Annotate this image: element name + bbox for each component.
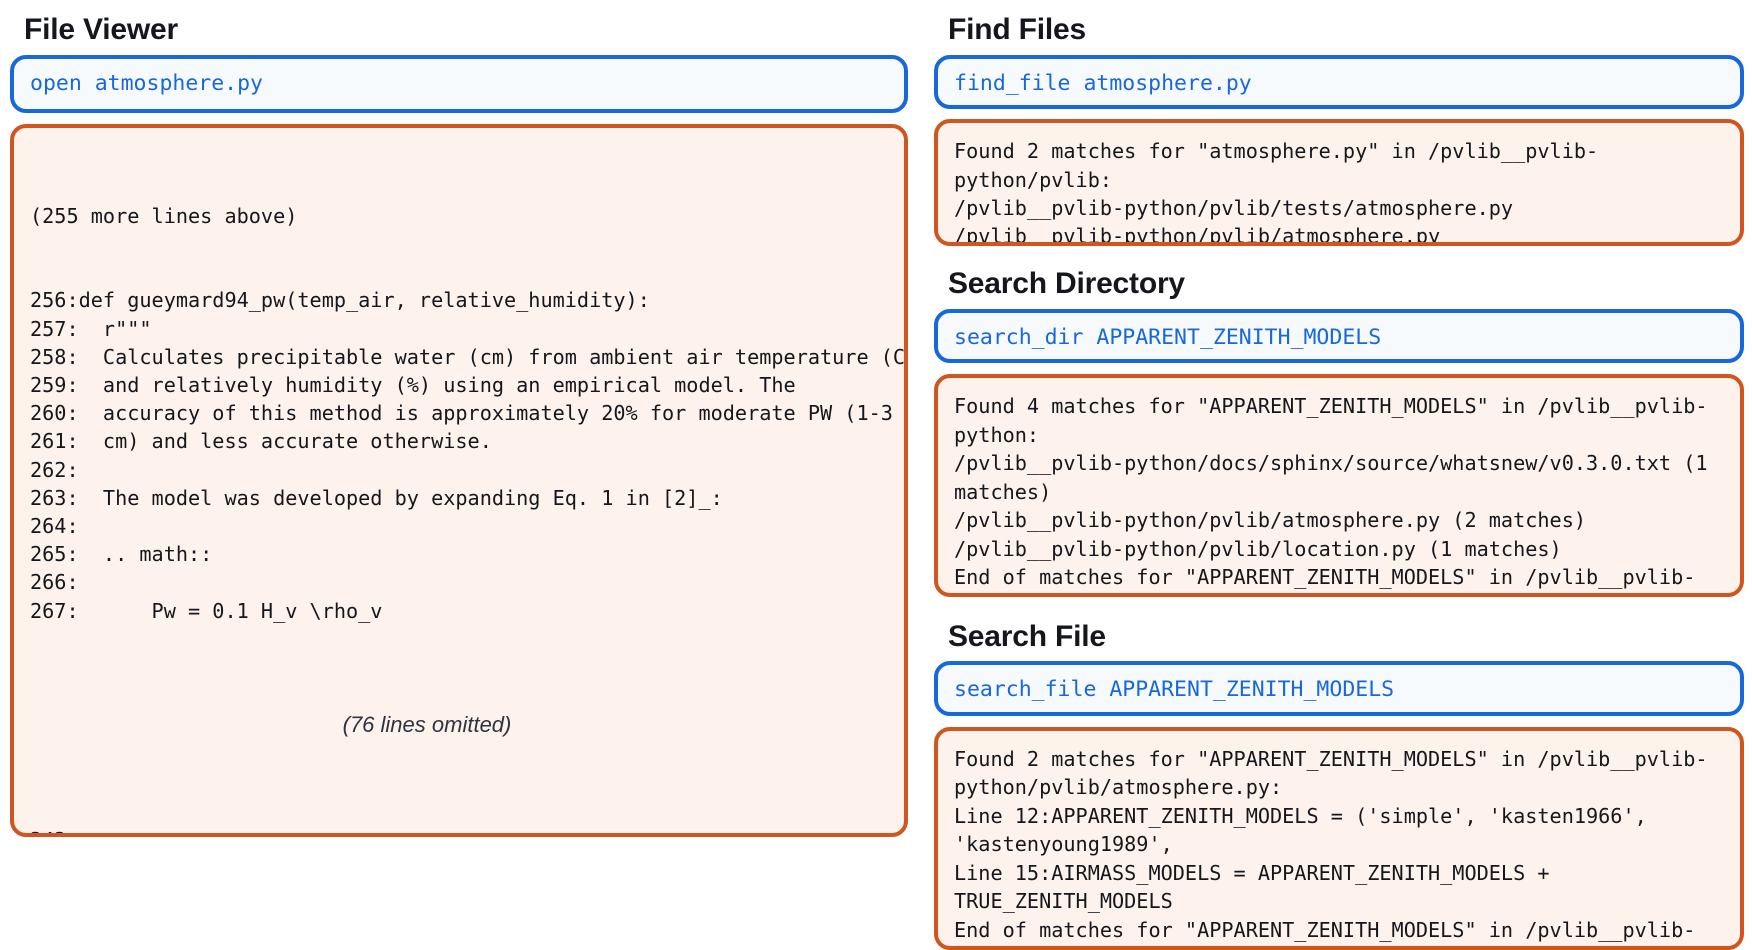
file-viewer-column: File Viewer open atmosphere.py (255 more… — [10, 14, 908, 950]
file-viewer-title: File Viewer — [24, 13, 178, 46]
code-line: 343: — [30, 826, 904, 834]
section-spacer — [934, 597, 1744, 610]
code-line: 267: Pw = 0.1 H_v \rho_v — [30, 598, 383, 623]
search-tools-column: Find Files find_file atmosphere.py Found… — [934, 14, 1744, 950]
search-file-title: Search File — [948, 619, 1106, 653]
file-viewer-output-box[interactable]: (255 more lines above) 256:def gueymard9… — [10, 124, 908, 838]
search-dir-output-box[interactable]: Found 4 matches for "APPARENT_ZENITH_MOD… — [934, 374, 1744, 598]
find-files-title: Find Files — [948, 13, 1087, 46]
code-line: 266: — [30, 570, 79, 595]
code-line: 264: — [30, 513, 79, 538]
file-viewer-omitted-note: (76 lines omitted) — [342, 712, 512, 738]
find-files-output: Found 2 matches for "atmosphere.py" in /… — [954, 139, 1599, 247]
find-files-output-box[interactable]: Found 2 matches for "atmosphere.py" in /… — [934, 119, 1744, 247]
search-file-output: Found 2 matches for "APPARENT_ZENITH_MOD… — [954, 747, 1708, 946]
code-line: 258: Calculates precipitable water (cm) … — [30, 344, 904, 369]
code-line: 260: accuracy of this method is approxim… — [30, 401, 893, 426]
file-viewer-lines-top: 256:def gueymard94_pw(temp_air, relative… — [30, 286, 904, 624]
search-dir-title: Search Directory — [948, 267, 1185, 301]
search-dir-output: Found 4 matches for "APPARENT_ZENITH_MOD… — [954, 394, 1708, 593]
code-line: 259: and relatively humidity (%) using a… — [30, 372, 796, 397]
search-dir-command[interactable]: search_dir APPARENT_ZENITH_MODELS — [934, 308, 1744, 364]
code-line: 265: .. math:: — [30, 542, 213, 567]
section-spacer — [934, 246, 1744, 258]
code-line: 256:def gueymard94_pw(temp_air, relative… — [30, 288, 650, 313]
code-line: 257: r""" — [30, 316, 152, 341]
find-files-command[interactable]: find_file atmosphere.py — [934, 54, 1744, 110]
file-viewer-header-line: (255 more lines above) — [30, 203, 298, 228]
search-file-command[interactable]: search_file APPARENT_ZENITH_MODELS — [934, 661, 1744, 717]
code-line: 261: cm) and less accurate otherwise. — [30, 429, 492, 454]
file-viewer-command[interactable]: open atmosphere.py — [10, 54, 908, 114]
search-file-output-box[interactable]: Found 2 matches for "APPARENT_ZENITH_MOD… — [934, 727, 1744, 950]
code-line: 262: — [30, 457, 79, 482]
file-viewer-output: (255 more lines above) 256:def gueymard9… — [14, 128, 904, 834]
code-line: 263: The model was developed by expandin… — [30, 485, 723, 510]
file-viewer-lines-bottom: 343:344:345:def bird_hulstrom80_aod_bb(a… — [30, 826, 904, 834]
